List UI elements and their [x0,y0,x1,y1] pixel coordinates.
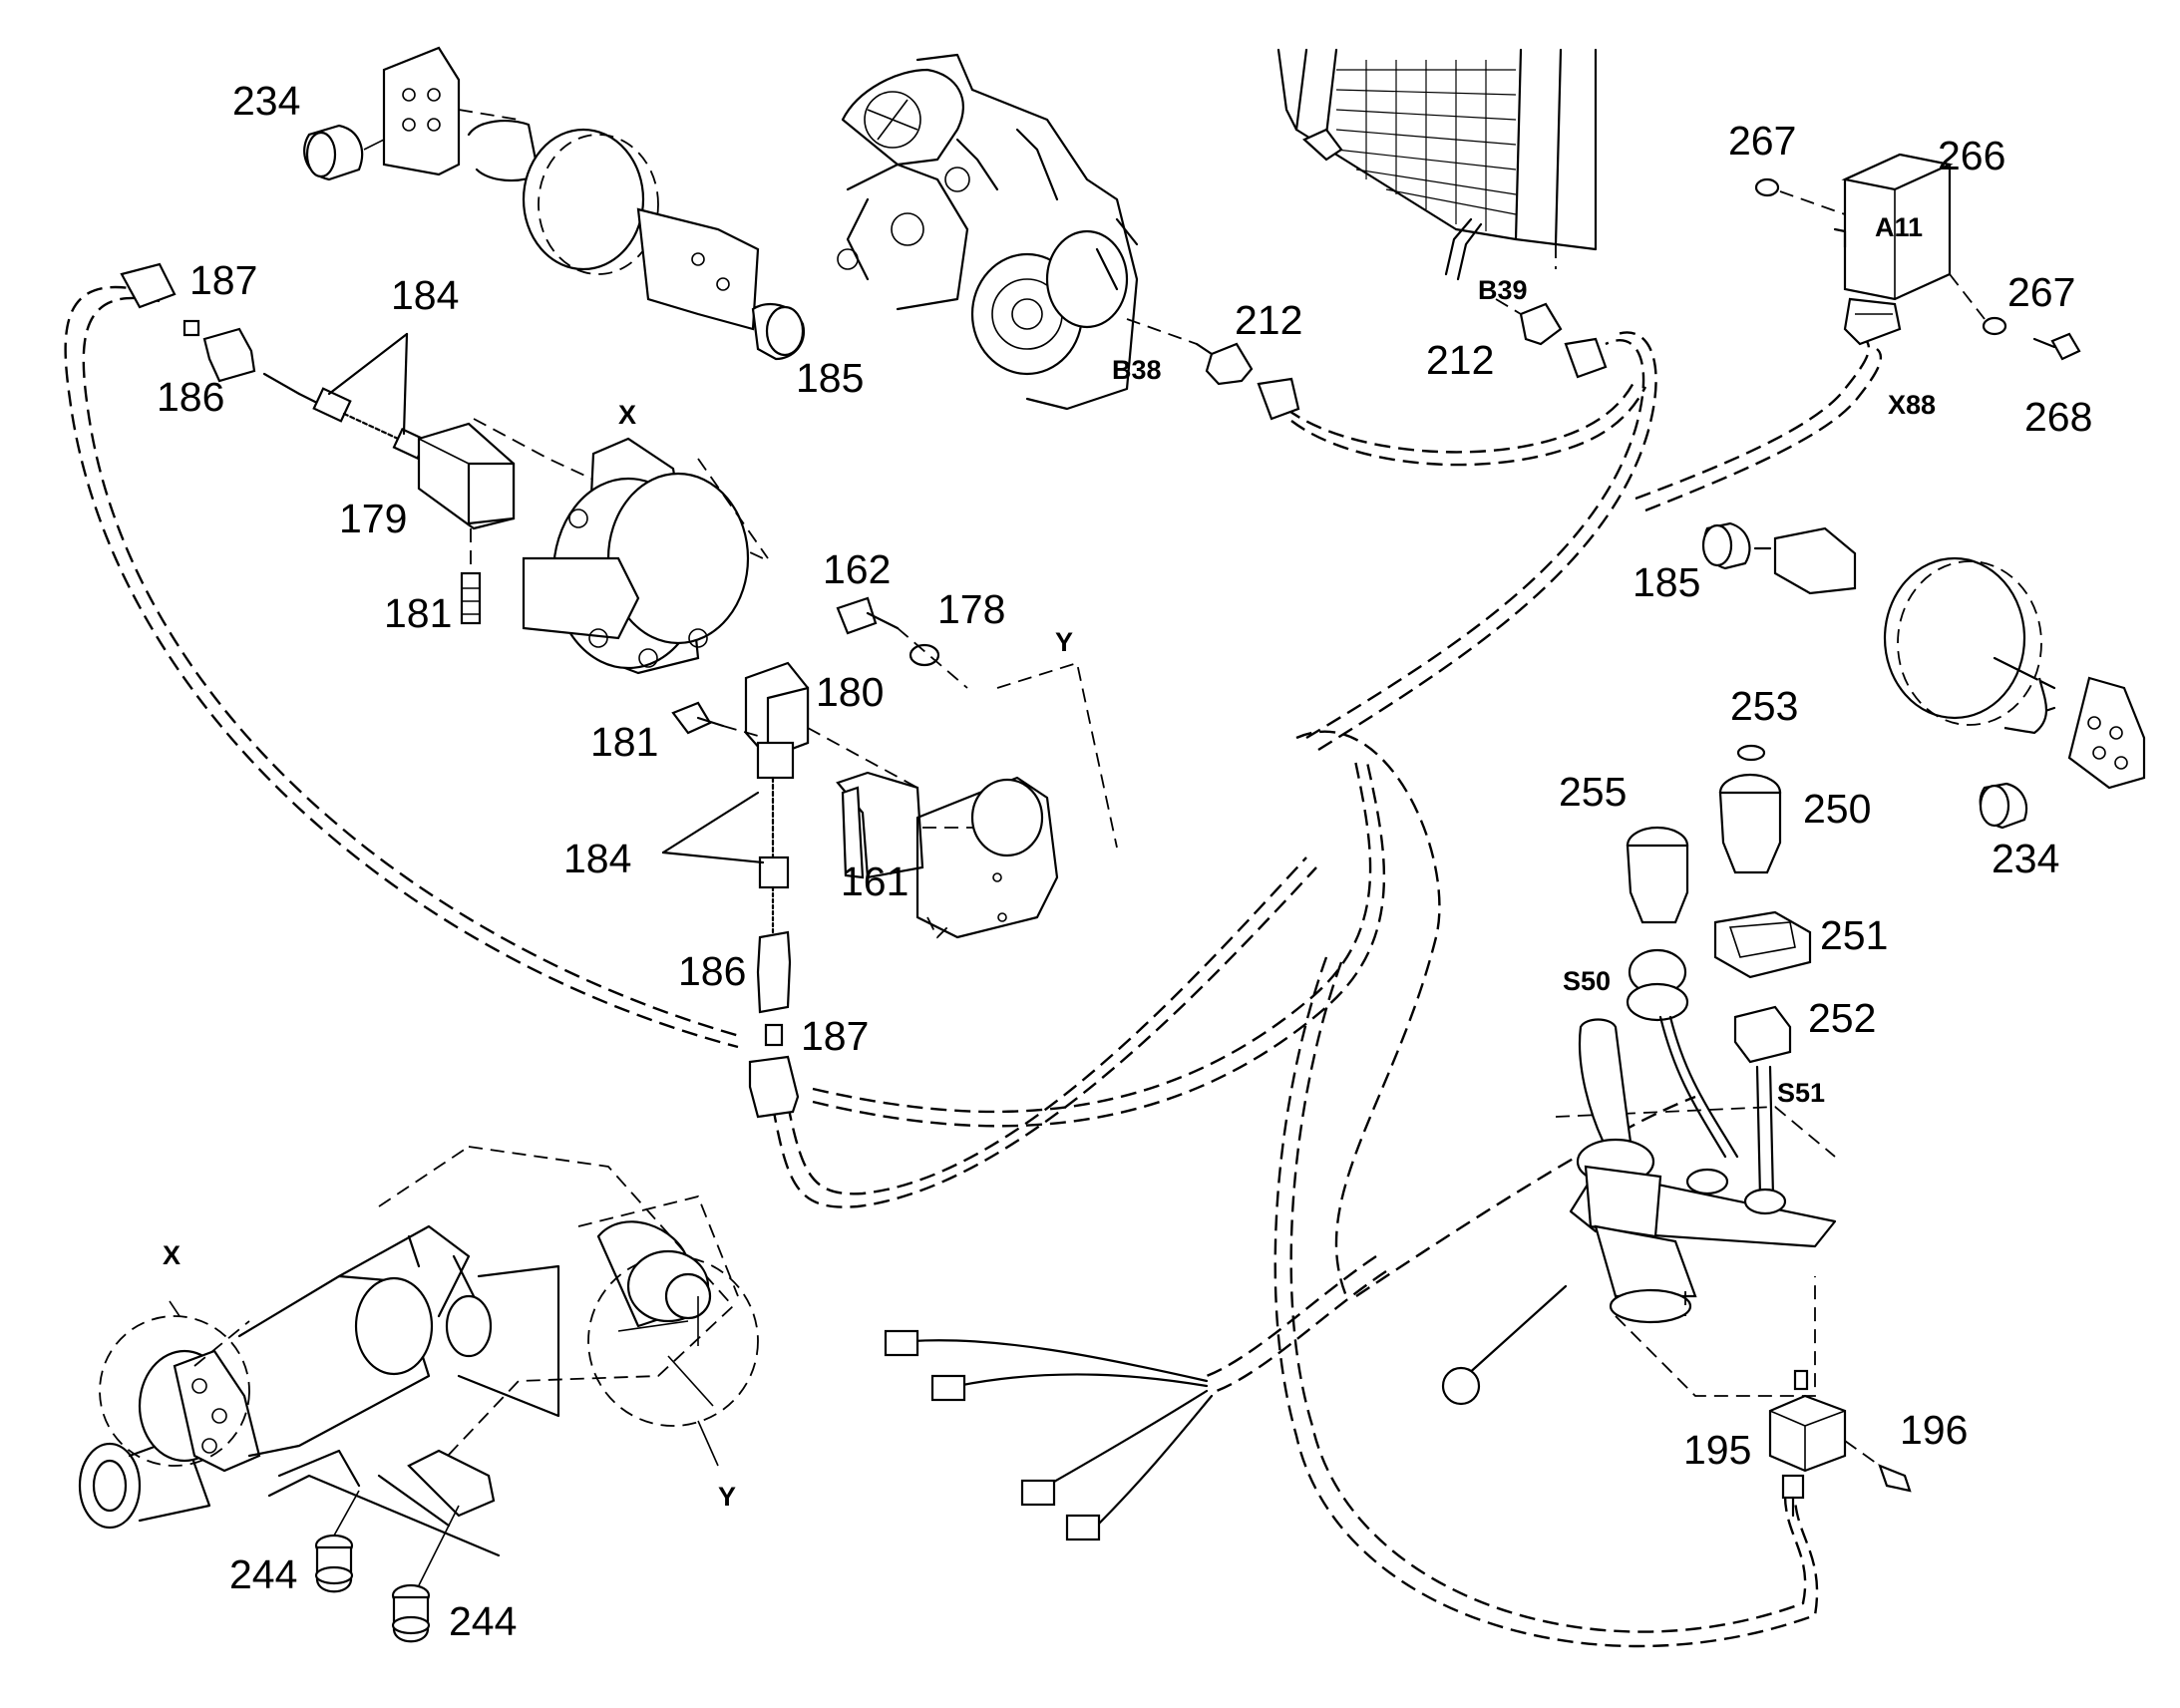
bracket-y [915,661,1118,939]
label-181-center: 181 [590,719,658,765]
label-186: 186 [157,374,224,420]
reference-designators: X Y B38 B39 A11 X88 S50 S51 X Y [163,212,1936,1512]
label-180: 180 [816,669,884,715]
limit-switch-180 [671,596,987,1119]
label-178: 178 [937,586,1005,632]
label-212-b38: 212 [1235,297,1302,343]
label-244-left: 244 [229,1551,297,1597]
ref-s51: S51 [1777,1078,1825,1108]
part-number-labels: 234 187 184 186 185 179 181 212 212 267 … [157,78,2092,1644]
right-cylinder [1701,521,2146,830]
detail-x-mount [522,437,769,675]
label-234-right: 234 [1992,836,2059,881]
label-212-b39: 212 [1426,337,1494,383]
label-266: 266 [1938,133,2005,178]
label-234: 234 [232,78,300,124]
label-184-center: 184 [563,836,631,881]
label-187: 187 [189,257,257,303]
label-253: 253 [1730,683,1798,729]
ref-y-detail: Y [1055,627,1073,657]
ref-s50: S50 [1563,966,1611,996]
label-267-bottom: 267 [2007,269,2075,315]
label-244-right: 244 [449,1598,517,1644]
label-162: 162 [823,546,891,592]
leader-lines [169,332,765,1407]
radiator-b39 [1276,48,1608,379]
ref-b38: B38 [1112,355,1162,385]
module-a11 [1754,153,2081,361]
label-196: 196 [1900,1407,1968,1453]
label-185: 185 [796,355,864,401]
label-268: 268 [2024,394,2092,440]
label-195: 195 [1683,1427,1751,1473]
label-250: 250 [1803,786,1871,832]
wiring-harness [64,285,1883,1648]
label-251: 251 [1820,912,1888,958]
label-185-right: 185 [1633,559,1700,605]
boom-cylinder [78,1146,759,1643]
ref-b39: B39 [1478,275,1528,305]
upper-left-cylinder [303,46,806,361]
joystick-assembly [1441,744,1912,1518]
label-186-center: 186 [678,948,746,994]
ref-x88: X88 [1888,390,1936,420]
ref-x-detail: X [618,400,636,430]
ref-x-circle: X [163,1240,181,1270]
ref-a11: A11 [1875,212,1923,242]
loose-connectors [884,1329,1214,1541]
label-179: 179 [339,496,407,541]
label-267-top: 267 [1728,118,1796,164]
label-184: 184 [391,272,459,318]
label-181: 181 [384,590,452,636]
limit-switch-179 [120,262,764,625]
label-255: 255 [1559,769,1627,815]
label-252: 252 [1808,995,1876,1041]
label-187-center: 187 [801,1013,869,1059]
engine-b38 [837,53,1300,421]
label-161: 161 [841,858,908,904]
ref-y-circle: Y [718,1482,736,1512]
